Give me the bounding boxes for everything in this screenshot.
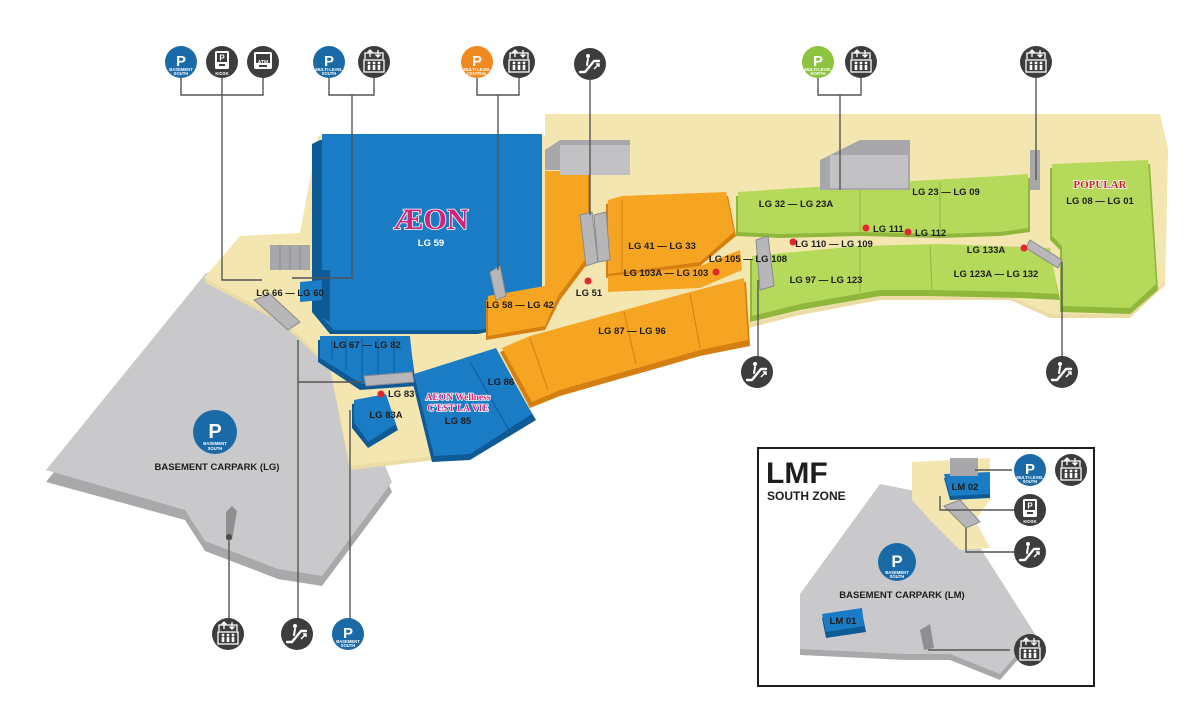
svg-text:BASEMENT: BASEMENT bbox=[203, 441, 227, 446]
atm-icon[interactable]: ATM bbox=[247, 46, 279, 78]
location-markers bbox=[377, 224, 1028, 398]
svg-text:MULTI-LEVEL: MULTI-LEVEL bbox=[315, 67, 343, 72]
aeon-store-lg59[interactable]: ÆON LG 59 bbox=[312, 134, 542, 334]
escalator-icon-top[interactable] bbox=[572, 46, 608, 82]
store-label-lg86: LG 86 bbox=[488, 377, 514, 388]
brand-popular: POPULAR bbox=[1073, 179, 1127, 191]
store-label-lg58-lg42: LG 58 — LG 42 bbox=[486, 300, 554, 311]
store-label-lg123a-lg132: LG 123A — LG 132 bbox=[954, 269, 1039, 280]
lift-icon-central[interactable] bbox=[502, 45, 536, 79]
store-block-lm02[interactable]: LM 02 bbox=[944, 472, 990, 500]
parking-marker-basement-south-carpark[interactable]: P BASEMENT SOUTH bbox=[193, 410, 237, 454]
inset-escalator-icon[interactable] bbox=[1012, 534, 1048, 570]
inset-lmf-south-zone: LMF SOUTH ZONE LM 02 LM 01 P BASEM bbox=[757, 447, 1095, 687]
lift-icon-carpark[interactable] bbox=[211, 617, 245, 651]
store-label-lm02: LM 02 bbox=[952, 482, 979, 493]
store-label-lg87-lg96: LG 87 — LG 96 bbox=[598, 326, 666, 337]
svg-text:SOUTH: SOUTH bbox=[174, 71, 189, 76]
store-label-lg51: LG 51 bbox=[576, 288, 603, 299]
parking-basement-south-icon[interactable]: P BASEMENT SOUTH bbox=[165, 46, 197, 78]
svg-text:P: P bbox=[891, 552, 902, 571]
svg-text:SOUTH: SOUTH bbox=[322, 71, 337, 76]
svg-text:P: P bbox=[343, 625, 353, 642]
store-label-lg85: LG 85 bbox=[445, 416, 472, 427]
orange-zone-stores[interactable] bbox=[486, 171, 750, 408]
store-label-lg112: LG 112 bbox=[915, 228, 946, 239]
svg-text:P: P bbox=[1025, 461, 1035, 478]
svg-text:SOUTH: SOUTH bbox=[208, 446, 223, 451]
inset-kiosk-icon[interactable]: KIOSK bbox=[1014, 494, 1046, 526]
grey-structures bbox=[270, 140, 1040, 270]
svg-text:P: P bbox=[813, 53, 823, 70]
svg-text:P: P bbox=[472, 53, 482, 70]
svg-text:MULTI-LEVEL: MULTI-LEVEL bbox=[1016, 475, 1044, 480]
svg-text:P: P bbox=[324, 53, 334, 70]
parking-multi-level-north-icon[interactable]: P MULTI-LEVEL NORTH bbox=[802, 46, 834, 78]
brand-aeon-wellness: AEON Wellness bbox=[425, 393, 490, 403]
svg-text:SOUTH: SOUTH bbox=[1023, 479, 1038, 484]
escalator-icon-south[interactable] bbox=[279, 616, 315, 652]
store-label-lg111: LG 111 bbox=[873, 224, 904, 235]
inset-parking-marker[interactable]: P BASEMENT SOUTH bbox=[878, 543, 916, 581]
store-label-lg23-lg09: LG 23 — LG 09 bbox=[912, 187, 980, 198]
parking-multi-level-central-icon[interactable]: P MULTI-LEVEL CENTRAL bbox=[461, 46, 493, 78]
kiosk-icon[interactable]: KIOSK bbox=[206, 46, 238, 78]
svg-text:ÆON: ÆON bbox=[394, 203, 469, 236]
store-label-lg41-lg33: LG 41 — LG 33 bbox=[628, 241, 696, 252]
svg-text:NORTH: NORTH bbox=[811, 71, 826, 76]
store-label-lg103a-lg103: LG 103A — LG 103 bbox=[624, 268, 709, 279]
lift-icon-south[interactable] bbox=[357, 45, 391, 79]
svg-text:BASEMENT: BASEMENT bbox=[169, 67, 193, 72]
area-label-basement-carpark-lg: BASEMENT CARPARK (LG) bbox=[155, 462, 280, 473]
store-label-lg66-lg60: LG 66 — LG 60 bbox=[256, 288, 324, 299]
escalator-icon-mid[interactable] bbox=[739, 354, 775, 390]
svg-text:ATM: ATM bbox=[258, 60, 268, 66]
leader-lines bbox=[180, 78, 1063, 620]
store-label-lg32-lg23a: LG 32 — LG 23A bbox=[759, 199, 834, 210]
escalators bbox=[253, 211, 1063, 387]
svg-text:MULTI-LEVEL: MULTI-LEVEL bbox=[804, 67, 832, 72]
svg-text:BASEMENT: BASEMENT bbox=[336, 639, 360, 644]
escalator-icon-east[interactable] bbox=[1044, 354, 1080, 390]
svg-text:MULTI-LEVEL: MULTI-LEVEL bbox=[463, 67, 491, 72]
lift-icon-far-north[interactable] bbox=[1019, 45, 1053, 79]
store-label-lg83: LG 83 bbox=[388, 389, 414, 400]
svg-text:P: P bbox=[208, 421, 221, 443]
lift-icon-north[interactable] bbox=[844, 45, 878, 79]
inset-parking-multi-level-south-icon[interactable]: P MULTI-LEVEL SOUTH bbox=[1014, 454, 1046, 486]
store-label-lg08-lg01: LG 08 — LG 01 bbox=[1066, 196, 1134, 207]
inset-subtitle: SOUTH ZONE bbox=[767, 489, 846, 503]
parking-basement-south-bottom-icon[interactable]: P BASEMENT SOUTH bbox=[332, 618, 364, 650]
store-label-lg97-lg123: LG 97 — LG 123 bbox=[790, 275, 863, 286]
store-label-lg83a: LG 83A bbox=[369, 410, 402, 421]
area-label-basement-carpark-lm: BASEMENT CARPARK (LM) bbox=[839, 590, 964, 601]
parking-multi-level-south-icon[interactable]: P MULTI-LEVEL SOUTH bbox=[313, 46, 345, 78]
store-label-lg133a: LG 133A bbox=[967, 245, 1006, 256]
green-zone-stores[interactable] bbox=[736, 160, 1158, 322]
inset-lift-icon[interactable] bbox=[1054, 453, 1088, 487]
svg-text:KIOSK: KIOSK bbox=[215, 71, 228, 76]
svg-text:KIOSK: KIOSK bbox=[1023, 519, 1036, 524]
store-block-lg83a[interactable] bbox=[352, 394, 398, 448]
svg-text:P: P bbox=[176, 53, 186, 70]
store-label-lg105-lg108: LG 105 — LG 108 bbox=[709, 254, 787, 265]
store-label-lg110-lg109: LG 110 — LG 109 bbox=[795, 239, 873, 250]
inset-lift-icon-carpark[interactable] bbox=[1013, 633, 1047, 667]
store-label-lg59: LG 59 bbox=[418, 238, 444, 249]
svg-text:SOUTH: SOUTH bbox=[890, 574, 905, 579]
store-label-lm01: LM 01 bbox=[830, 616, 858, 627]
store-labels: LG 66 — LG 60 LG 67 — LG 82 LG 83 LG 83A… bbox=[155, 178, 1135, 473]
brand-cest-la-vie: C'EST LA VIE bbox=[427, 404, 488, 414]
inset-title: LMF bbox=[766, 457, 828, 490]
svg-text:SOUTH: SOUTH bbox=[341, 643, 356, 648]
svg-text:CENTRAL: CENTRAL bbox=[467, 71, 487, 76]
svg-text:BASEMENT: BASEMENT bbox=[885, 570, 909, 575]
aeon-logo: ÆON bbox=[393, 202, 470, 237]
store-block-lg85-lg86[interactable] bbox=[412, 348, 536, 462]
store-block-lg66-lg60[interactable] bbox=[300, 270, 330, 322]
store-block-lm01[interactable]: LM 01 bbox=[822, 608, 866, 638]
store-label-lg67-lg82: LG 67 — LG 82 bbox=[333, 340, 401, 351]
